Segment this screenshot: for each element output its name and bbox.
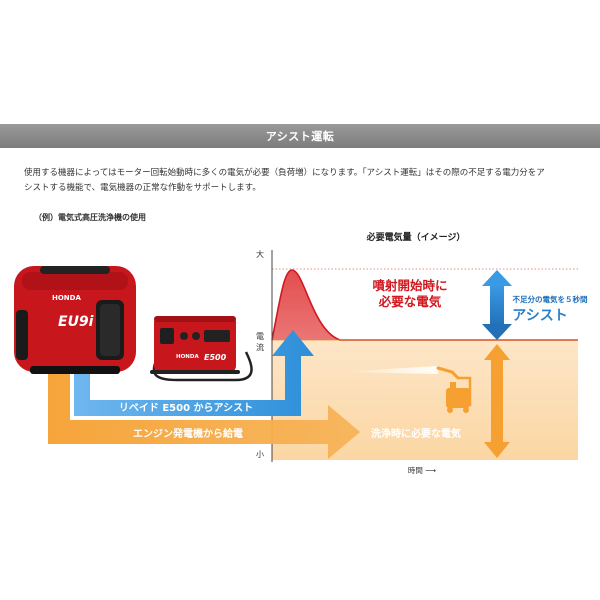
- assist-supply-arrow: [74, 330, 314, 416]
- generator-illustration: [14, 266, 136, 374]
- peak-note-line-1: 噴射開始時に: [372, 278, 447, 293]
- power-curve: [271, 269, 578, 341]
- wash-note: 洗浄時に必要な電気: [371, 427, 461, 440]
- engine-supply-arrow: [48, 365, 360, 459]
- description-line-1: 使用する機器によってはモーター回転始動時に多くの電気が必要（負荷増）になります。…: [24, 168, 545, 178]
- assist-gap-arrow: [482, 270, 512, 340]
- spray-jet: [338, 366, 438, 374]
- section-header-bar: アシスト運転: [0, 124, 600, 148]
- wash-level-arrow: [484, 344, 510, 458]
- description: 使用する機器によってはモーター回転始動時に多くの電気が必要（負荷増）になります。…: [24, 166, 584, 196]
- y-label-high: 大: [256, 249, 264, 259]
- assist-note-large: アシスト: [512, 308, 567, 324]
- assist-note-small: 不足分の電気を５秒間: [513, 294, 588, 304]
- chart-title: 必要電気量（イメージ）: [366, 231, 466, 243]
- pressure-washer-icon: [436, 366, 472, 413]
- description-line-2: シストする機能で、電気機器の正常な作動をサポートします。: [24, 183, 261, 193]
- battery-model: E500: [204, 353, 227, 362]
- engine-arrow-label: エンジン発電機から給電: [133, 427, 243, 440]
- peak-area: [272, 270, 340, 460]
- battery-brand: HONDA: [176, 354, 199, 360]
- y-label-current-2: 流: [256, 342, 264, 352]
- generator-brand: HONDA: [52, 294, 81, 302]
- battery-illustration: [150, 316, 240, 374]
- assist-arrow-label: リベイド E500 からアシスト: [119, 402, 253, 414]
- example-label: （例）電気式高圧洗浄機の使用: [34, 213, 146, 222]
- y-label-low: 小: [256, 450, 264, 459]
- y-label-current-1: 電: [256, 332, 264, 341]
- section-title: アシスト運転: [265, 130, 335, 143]
- generator-model: EU9i: [58, 314, 94, 330]
- x-label: 時間 ⟶: [408, 466, 436, 475]
- peak-note-line-2: 必要な電気: [378, 294, 442, 309]
